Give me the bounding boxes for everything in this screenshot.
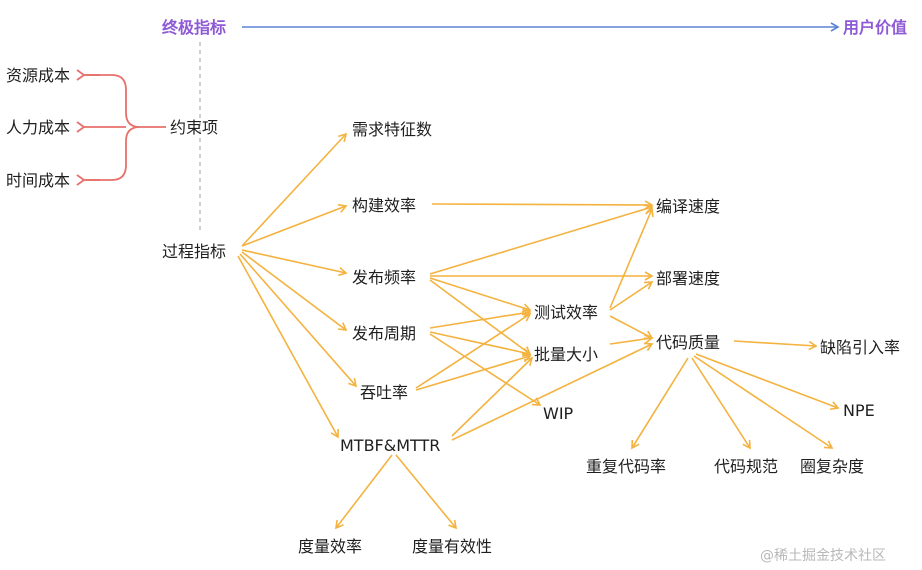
cost-labor: 人力成本 [6, 118, 70, 137]
node-duplicate-code-rate: 重复代码率 [586, 457, 666, 476]
node-mtbf-mttr: MTBF&MTTR [340, 436, 440, 455]
node-process-metrics: 过程指标 [162, 242, 226, 261]
node-constraint: 约束项 [170, 118, 218, 137]
watermark: @稀土掘金技术社区 [760, 548, 886, 564]
node-measure-efficiency: 度量效率 [298, 537, 362, 556]
node-test-efficiency: 测试效率 [534, 303, 598, 322]
node-code-quality: 代码质量 [656, 333, 720, 352]
node-deploy-speed: 部署速度 [656, 269, 720, 288]
node-measure-validity: 度量有效性 [412, 537, 492, 556]
cost-bracket [86, 74, 166, 181]
header-ultimate-metric: 终极指标 [162, 18, 226, 37]
node-wip: WIP [543, 404, 574, 423]
node-throughput: 吞吐率 [360, 383, 408, 402]
node-release-cycle: 发布周期 [352, 324, 416, 343]
node-release-frequency: 发布频率 [352, 268, 416, 287]
node-cyclomatic-complexity: 圈复杂度 [800, 457, 864, 476]
node-compile-speed: 编译速度 [656, 197, 720, 216]
cost-resource: 资源成本 [6, 66, 70, 85]
node-build-efficiency: 构建效率 [352, 196, 416, 215]
header-user-value: 用户价值 [843, 18, 907, 37]
node-npe: NPE [843, 401, 875, 420]
node-batch-size: 批量大小 [534, 345, 598, 364]
node-demand-features: 需求特征数 [352, 120, 432, 139]
cost-time: 时间成本 [6, 171, 70, 190]
node-defect-rate: 缺陷引入率 [820, 338, 900, 357]
relation-arrows [237, 132, 840, 530]
node-code-standard: 代码规范 [714, 457, 778, 476]
